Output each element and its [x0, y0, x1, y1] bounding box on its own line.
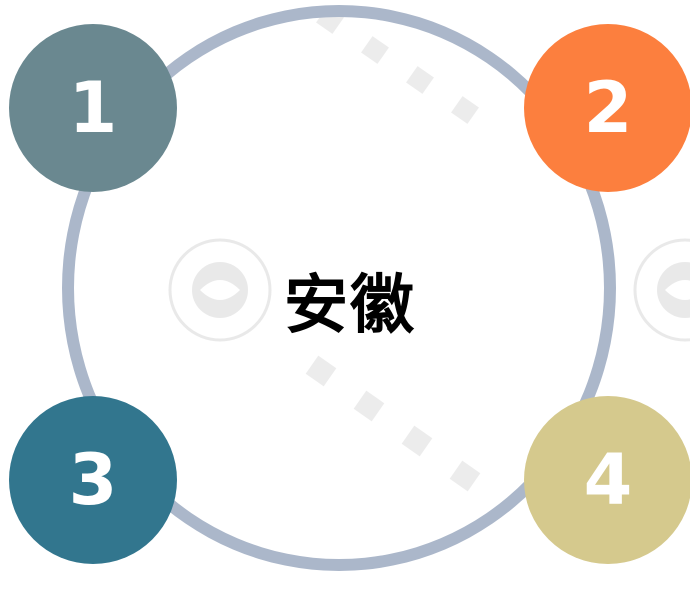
watermark-seal-right	[633, 238, 690, 342]
node-4-label: 4	[583, 439, 633, 521]
center-title: 安徽	[284, 269, 416, 343]
node-3: 3	[9, 396, 177, 564]
node-3-label: 3	[68, 439, 118, 521]
node-1: 1	[9, 24, 177, 192]
node-2-label: 2	[583, 67, 633, 149]
node-4: 4	[524, 396, 690, 564]
node-1-label: 1	[68, 67, 118, 149]
node-2: 2	[524, 24, 690, 192]
